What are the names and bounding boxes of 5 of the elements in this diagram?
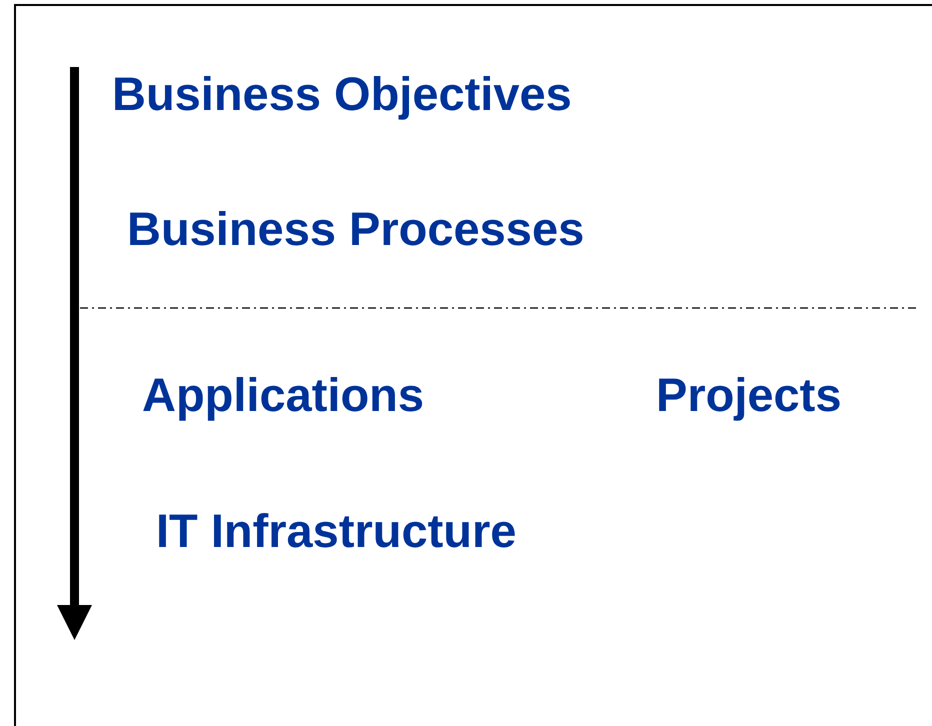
- layer-label: Projects: [656, 369, 842, 421]
- layer-label: IT Infrastructure: [156, 505, 516, 557]
- layer-label: Applications: [142, 369, 424, 421]
- layer-label: Business Objectives: [112, 68, 572, 120]
- layer-label: Business Processes: [127, 203, 584, 255]
